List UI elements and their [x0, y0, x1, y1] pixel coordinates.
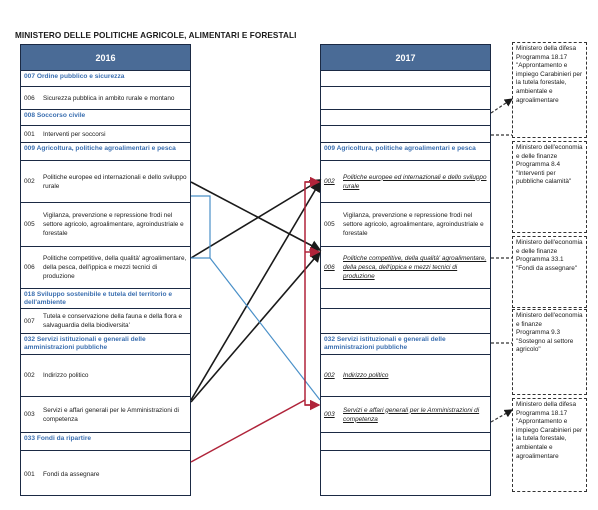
program-description: Politiche competitive, della qualità' ag…: [343, 255, 487, 280]
program-code: 001: [24, 130, 35, 138]
program-description: Indirizzo politico: [43, 372, 89, 379]
section-heading: 008 Soccorso civile: [21, 109, 190, 125]
program-description: Politiche competitive, della qualità' ag…: [43, 255, 187, 280]
side-box: Ministero dell'economia e finanze Progra…: [512, 309, 587, 395]
blue-bracket: [191, 195, 211, 259]
program-code: 005: [24, 221, 35, 228]
program-row: 003 Servizi e affari generali per le Ammi…: [321, 396, 490, 432]
program-row: 001 Fondi da assegnare: [21, 450, 190, 497]
empty-row: [321, 288, 490, 308]
right-column-2017: 2017 009 Agricoltura, politiche agroalim…: [320, 44, 491, 496]
side-box: Ministero dell'economia e delle finanze …: [512, 236, 587, 308]
program-code: 002: [24, 178, 35, 185]
program-description: Politiche europee ed internazionali e de…: [43, 173, 187, 190]
program-row: 003 Servizi e affari generali per le Ammi…: [21, 396, 190, 432]
section-heading: 007 Ordine pubblico e sicurezza: [21, 70, 190, 86]
blue-line-to-right003: [209, 257, 321, 401]
red-bracket: [304, 181, 318, 406]
program-description: Indirizzo politico: [343, 372, 389, 379]
arrow-left003-to-right006: [190, 250, 322, 403]
side-box: Ministero dell'economia e delle finanze …: [512, 141, 587, 233]
empty-row: [321, 432, 490, 450]
program-row: 002 Indirizzo politico: [321, 354, 490, 396]
program-row: 002 Politiche europee ed internazionali e…: [21, 160, 190, 202]
section-heading: 033 Fondi da ripartire: [21, 432, 190, 450]
arrow-left003-to-right002: [190, 180, 321, 401]
program-description: Vigilanza, prevenzione e repressione fro…: [343, 212, 484, 237]
program-description: Interventi per soccorsi: [43, 130, 106, 138]
program-row: 006 Politiche competitive, della qualità'…: [21, 246, 190, 288]
program-row: 005 Vigilanza, prevenzione e repressione …: [21, 202, 190, 246]
dash-to-box5: [490, 409, 514, 423]
program-description: Tutela e conservazione della fauna e del…: [43, 313, 183, 329]
program-description: Fondi da assegnare: [43, 470, 100, 478]
program-description: Servizi e affari generali per le Amminis…: [43, 406, 179, 423]
page-title: MINISTERO DELLE POLITICHE AGRICOLE, ALIM…: [15, 31, 297, 40]
right-year-header: 2017: [321, 45, 490, 70]
program-code: 006: [24, 264, 35, 271]
red-line-left001: [190, 399, 306, 463]
program-row: 002 Indirizzo politico: [21, 354, 190, 396]
program-code: 002: [324, 372, 335, 379]
side-box: Ministero della difesa Programma 18.17 "…: [512, 398, 587, 492]
program-code: 005: [324, 221, 335, 228]
empty-row: [321, 308, 490, 333]
left-year-header: 2016: [21, 45, 190, 70]
dash-to-box1: [490, 98, 513, 114]
program-description: Sicurezza pubblica in ambito rurale e mo…: [43, 94, 175, 102]
program-row: 007 Tutela e conservazione della fauna e …: [21, 308, 190, 333]
program-code: 001: [24, 470, 35, 478]
arrow-left006-to-right002: [190, 179, 322, 259]
program-row: 006 Sicurezza pubblica in ambito rurale e…: [21, 86, 190, 109]
program-code: 006: [24, 94, 35, 102]
empty-row: [321, 125, 490, 142]
program-code: 002: [24, 372, 35, 379]
program-code: 002: [324, 178, 335, 185]
program-description: Vigilanza, prevenzione e repressione fro…: [43, 212, 184, 237]
program-code: 006: [324, 264, 335, 271]
program-description: Politiche europee ed internazionali e de…: [343, 173, 487, 190]
program-code: 003: [24, 411, 35, 418]
section-heading: 018 Sviluppo sostenibile e tutela del te…: [21, 288, 190, 308]
program-row: 006 Politiche competitive, della qualità'…: [321, 246, 490, 288]
empty-row: [321, 86, 490, 109]
program-row: 005 Vigilanza, prevenzione e repressione …: [321, 202, 490, 246]
empty-row: [321, 450, 490, 497]
section-heading: 009 Agricoltura, politiche agroalimentar…: [21, 142, 190, 160]
empty-row: [321, 109, 490, 125]
arrow-left002-to-right006: [190, 181, 322, 251]
section-heading: 009 Agricoltura, politiche agroalimentar…: [321, 142, 490, 160]
program-code: 007: [24, 317, 35, 325]
section-heading: 032 Servizi istituzionali e generali del…: [321, 333, 490, 354]
empty-row: [321, 70, 490, 86]
section-heading: 032 Servizi istituzionali e generali del…: [21, 333, 190, 354]
program-row: 001 Interventi per soccorsi: [21, 125, 190, 142]
program-row: 002 Politiche europee ed internazionali e…: [321, 160, 490, 202]
program-description: Servizi e affari generali per le Amminis…: [343, 406, 480, 423]
side-box: Ministero della difesa Programma 18.17 "…: [512, 42, 587, 138]
program-code: 003: [324, 411, 335, 418]
